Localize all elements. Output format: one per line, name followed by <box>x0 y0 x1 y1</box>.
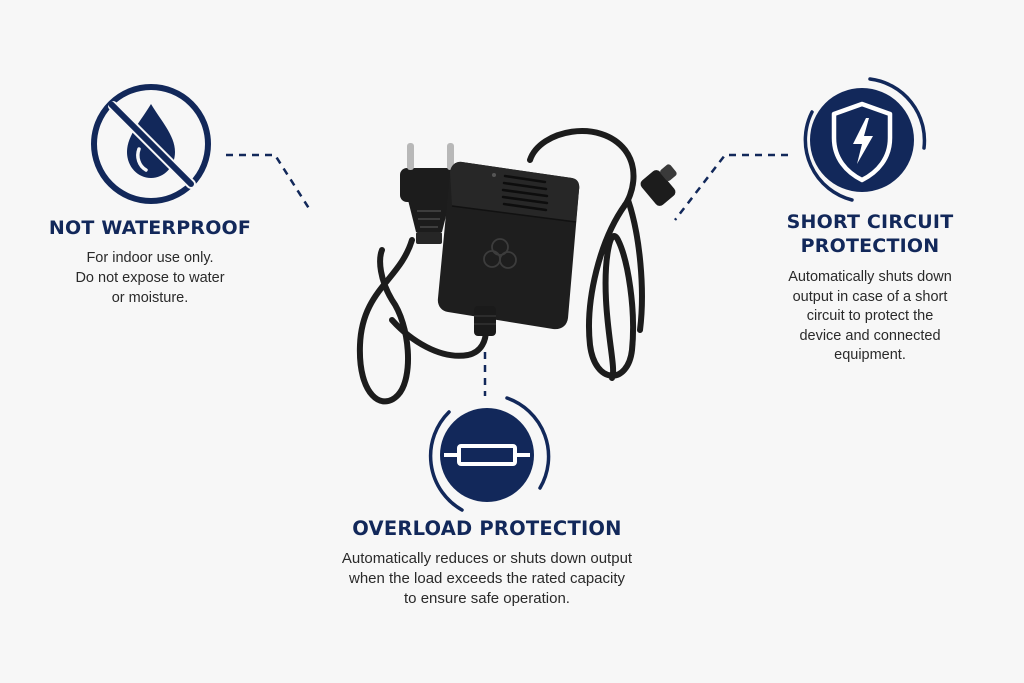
description-line: or moisture. <box>111 290 189 306</box>
overload-description: Automatically reduces or shuts down outp… <box>302 549 672 609</box>
overload-title: OVERLOAD PROTECTION <box>352 517 622 540</box>
description-line: Do not expose to water <box>75 270 225 286</box>
short-circuit-title: SHORT CIRCUIT PROTECTION <box>760 210 980 258</box>
fuse-icon <box>428 396 551 512</box>
dashed-connectors <box>226 153 788 396</box>
shield-lightning-icon <box>803 77 927 202</box>
description-line: circuit to protect the <box>806 308 934 324</box>
description-line: to ensure safe operation. <box>404 590 570 607</box>
not-waterproof-feature: NOT WATERPROOF For indoor use only. Do n… <box>40 216 260 308</box>
not-waterproof-title: NOT WATERPROOF <box>48 217 252 239</box>
description-line: equipment. <box>834 347 906 363</box>
short-circuit-feature: SHORT CIRCUIT PROTECTION Automatically s… <box>760 210 980 366</box>
description-line: Automatically shuts down <box>788 269 952 285</box>
description-line: output in case of a short <box>792 288 948 305</box>
not-waterproof-description: For indoor use only. Do not expose to wa… <box>40 248 260 308</box>
description-line: device and connected <box>799 327 941 344</box>
title-line: SHORT CIRCUIT <box>786 211 954 233</box>
description-line: For indoor use only. <box>86 250 214 266</box>
description-line: Automatically reduces or shuts down outp… <box>341 550 633 567</box>
short-circuit-description: Automatically shuts down output in case … <box>760 268 980 366</box>
overload-feature: OVERLOAD PROTECTION Automatically reduce… <box>302 517 672 609</box>
power-adapter-image <box>356 128 677 405</box>
crossed-water-drop-icon <box>91 84 211 204</box>
title-line: PROTECTION <box>800 235 940 257</box>
description-line: when the load exceeds the rated capacity <box>348 570 625 587</box>
